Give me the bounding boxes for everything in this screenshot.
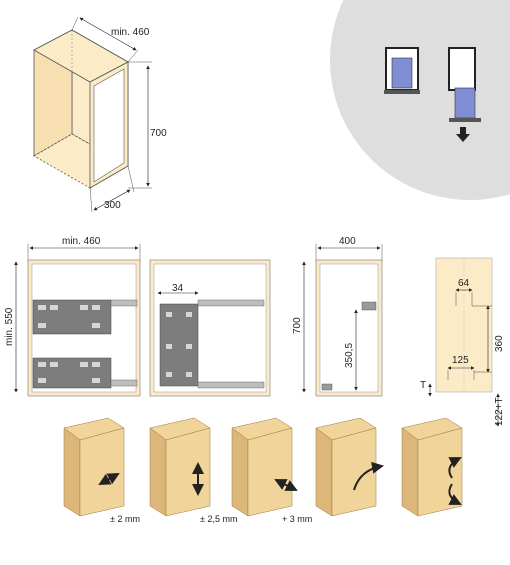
pulled-basket-icon [454,87,476,119]
hole-spacing-label: 64 [458,278,470,289]
upper-bracket [361,301,377,311]
adjustment-door-3: + 3 mm [231,417,312,524]
adjustment-door-4 [315,417,384,517]
lower-bracket [321,383,333,391]
width-label: min. 460 [111,27,150,38]
cabinet-opening [93,68,125,183]
adjustment-3-label: + 3 mm [282,514,312,524]
rotate-up-arrow-icon [448,457,462,479]
adjustment-2-label: ± 2,5 mm [200,514,237,524]
front-view-mechanism: 34 [149,259,271,397]
adjustment-1-label: ± 2 mm [110,514,140,524]
adjustment-row: ± 2 mm ± 2,5 mm + 3 mm [63,417,463,524]
height-label: 700 [150,128,167,139]
open-cabinet-icon [448,47,476,91]
bottom-runner [197,381,265,389]
adjustment-door-5 [401,417,463,517]
offset-label: 34 [172,283,184,294]
adjust-arrow-icon [98,473,120,485]
side-height-label: 700 [292,317,303,334]
side-mid-label: 350,5 [344,343,355,368]
pull-out-illustration [330,0,510,200]
bottom-label: 122+T [494,397,505,426]
mechanism-plate [159,303,199,387]
door-panel-view: 64 360 125 T 122+T [420,257,505,427]
front-height-label: min. 550 [4,307,15,346]
depth-dimension-line [93,189,131,211]
basket-icon [391,57,413,89]
lower-runner [110,379,138,387]
top-runner [197,299,265,307]
adjustment-door-1: ± 2 mm [63,417,140,524]
cabinet-3d-view: min. 460 700 300 [33,16,167,213]
width-dimension-line [79,17,137,51]
side-width-label: 400 [339,236,356,247]
thickness-symbol: T [420,380,426,391]
pull-arrow-icon [456,127,470,142]
depth-adjust-arrow-icon [274,479,298,491]
hole-offset-label: 125 [452,355,469,366]
hole-height-label: 360 [494,335,505,352]
rotate-down-arrow-icon [448,483,462,505]
front-view-baskets: min. 460 min. 550 [4,236,141,397]
adjustment-door-2: ± 2,5 mm [149,417,237,524]
background-circle [330,0,510,200]
depth-label: 300 [104,200,121,211]
tilt-arrow-icon [353,461,384,491]
upper-runner [110,299,138,307]
side-view: 400 700 350,5 [292,236,383,397]
front-width-label: min. 460 [62,236,101,247]
